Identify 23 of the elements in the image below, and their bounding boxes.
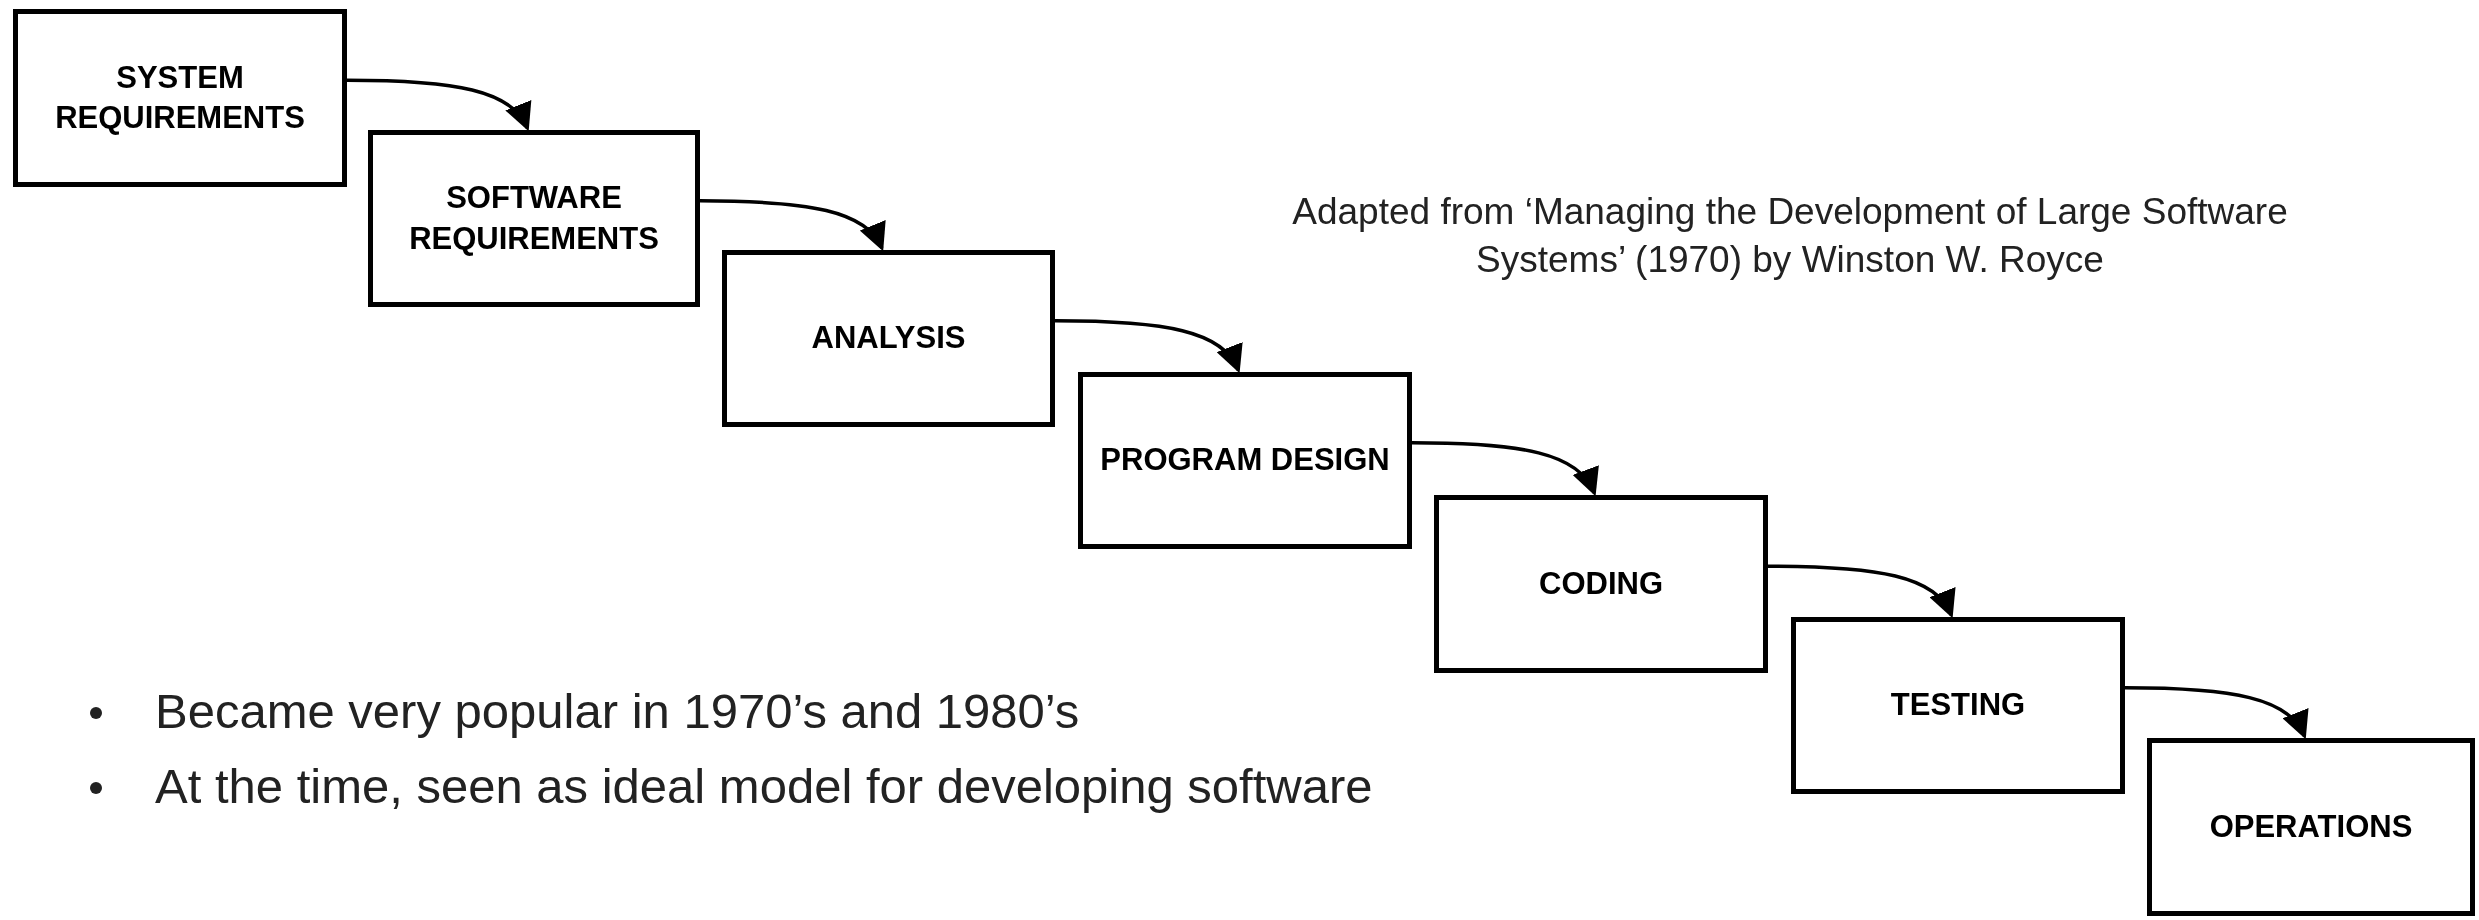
bullet-text: At the time, seen as ideal model for developing software	[155, 758, 1373, 815]
box-label: PROGRAM DESIGN	[1099, 441, 1391, 480]
process-box	[2147, 738, 2475, 916]
arrow	[1055, 319, 1240, 374]
box-label: SOFTWARE REQUIREMENTS	[408, 179, 660, 258]
process-box	[1434, 495, 1768, 673]
arrow	[347, 78, 529, 132]
box-label: SYSTEM REQUIREMENTS	[54, 58, 306, 137]
arrow	[1412, 441, 1597, 497]
process-box	[1078, 372, 1412, 549]
process-box	[722, 250, 1055, 427]
box-label: TESTING	[1889, 686, 2027, 725]
process-box	[13, 9, 347, 187]
arrow	[1768, 564, 1953, 619]
process-box	[368, 130, 700, 307]
process-box	[1791, 617, 2125, 794]
arrow	[700, 199, 884, 252]
box-label: ANALYSIS	[810, 319, 967, 358]
bullet-text: Became very popular in 1970’s and 1980’s	[155, 683, 1080, 740]
box-label: CODING	[1538, 564, 1664, 603]
box-label: OPERATIONS	[2208, 807, 2414, 846]
source-note: Adapted from ‘Managing the Development of Large Software Systems’ (1970) by Winston W. Royce	[1291, 190, 2289, 283]
arrow	[2125, 686, 2307, 740]
